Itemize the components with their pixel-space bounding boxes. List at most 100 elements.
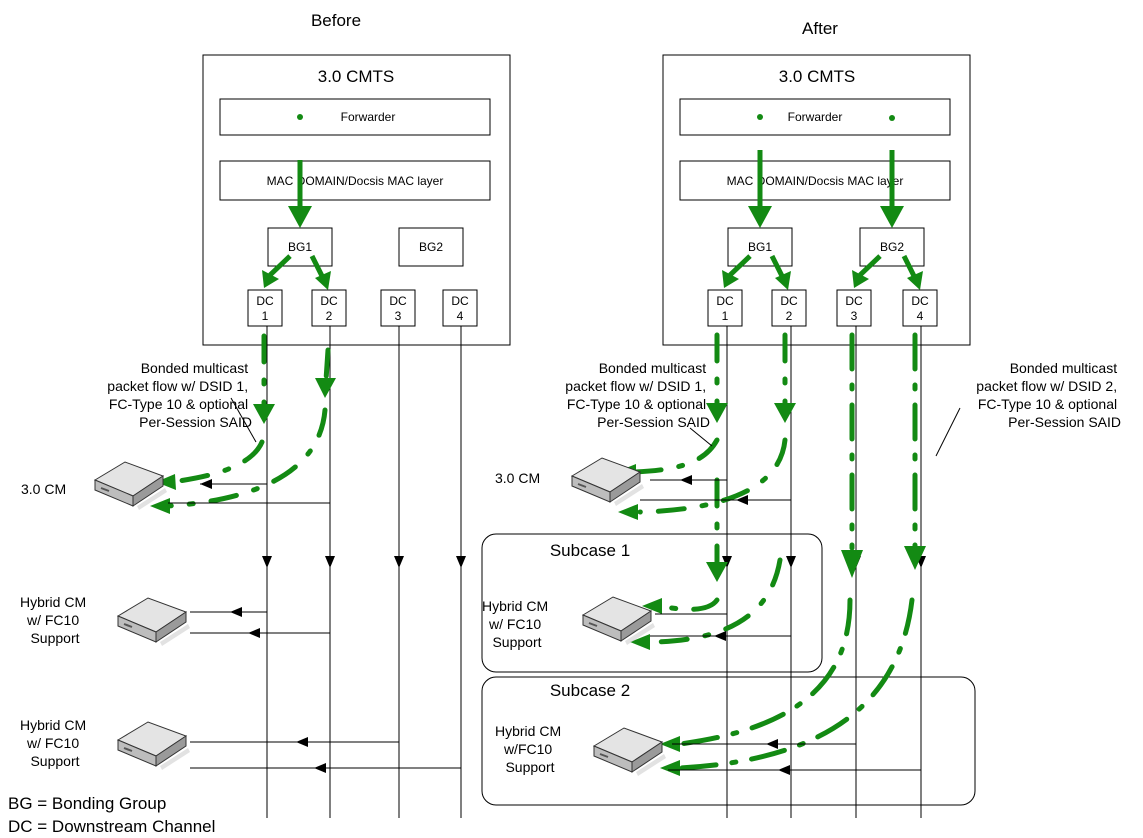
before-dc1-label: DC bbox=[256, 294, 274, 308]
before-hybrid2-line3: Support bbox=[30, 753, 79, 769]
after-bg2-dc4-arrowhead bbox=[907, 271, 923, 290]
after-dc2-label: DC bbox=[780, 294, 798, 308]
after-hybrid1-line2: w/ FC10 bbox=[488, 616, 541, 632]
after-forwarder-box bbox=[679, 98, 951, 136]
after-hybrid2-line1: Hybrid CM bbox=[495, 723, 561, 739]
subcase1-label: Subcase 1 bbox=[550, 541, 630, 560]
before-hybrid2-modem-icon bbox=[117, 721, 191, 771]
after-dc3-label: DC bbox=[845, 294, 863, 308]
after-flow-label-2-line2: packet flow w/ DSID 2, bbox=[976, 378, 1117, 394]
after-flow-label-2-line3: FC-Type 10 & optional bbox=[978, 396, 1117, 412]
after-flow-label-2-line1: Bonded multicast bbox=[1010, 360, 1118, 376]
after-bg1-dc1-arrow bbox=[728, 254, 752, 277]
after-bg1-dc2-arrowhead bbox=[775, 271, 791, 290]
after-dc2-to-cm-arrowhead bbox=[618, 504, 638, 520]
after-mac-domain-label: MAC DOMAIN/Docsis MAC layer bbox=[727, 174, 904, 188]
before-hybrid1-link-1-arrowhead bbox=[230, 607, 242, 617]
after-dc3-num: 3 bbox=[851, 309, 858, 323]
before-dc4-num: 4 bbox=[457, 309, 464, 323]
before-flow-label-line1: Bonded multicast bbox=[141, 360, 249, 376]
after-dc4-box bbox=[902, 289, 938, 327]
after-dc1-flow-arrowhead bbox=[706, 403, 728, 423]
before-hybrid1-line3: Support bbox=[30, 630, 79, 646]
before-bg1-dc2-arrowhead bbox=[315, 271, 331, 290]
after-bg2-box bbox=[859, 227, 925, 267]
after-bg2-label: BG2 bbox=[880, 240, 904, 254]
after-dc1-to-hybrid1-flow bbox=[657, 597, 720, 612]
before-hybrid1-line2: w/ FC10 bbox=[26, 612, 79, 628]
before-dc2-to-cm-arrowhead bbox=[150, 498, 170, 514]
after-cm30-label: 3.0 CM bbox=[495, 470, 540, 486]
before-heading: Before bbox=[311, 11, 361, 30]
after-dc2-flow-arrowhead bbox=[774, 403, 796, 423]
after-cmts-title: 3.0 CMTS bbox=[779, 67, 856, 86]
subcase2-label: Subcase 2 bbox=[550, 681, 630, 700]
after-bg1-label: BG1 bbox=[748, 240, 772, 254]
before-hybrid2-line2: w/ FC10 bbox=[26, 735, 79, 751]
before-hybrid1-link-2-arrowhead bbox=[248, 628, 260, 638]
after-bg1-dc2-arrow bbox=[769, 254, 785, 278]
before-dc2-flow bbox=[323, 347, 331, 383]
after-dc2-box bbox=[771, 289, 807, 327]
before-dc1-arrowhead bbox=[262, 556, 272, 568]
before-flow-label-line2: packet flow w/ DSID 1, bbox=[107, 378, 248, 394]
after-dc2-arrowhead bbox=[786, 556, 796, 568]
after-flow-label-1-line4: Per-Session SAID bbox=[597, 414, 710, 430]
after-flow-label-1-line3: FC-Type 10 & optional bbox=[567, 396, 706, 412]
after-dc1-box bbox=[707, 289, 743, 327]
before-bg1-box bbox=[267, 227, 333, 267]
after-dc1-flow-lower-arrowhead bbox=[706, 562, 728, 582]
after-dc1-label: DC bbox=[716, 294, 734, 308]
before-cm30-modem-icon bbox=[94, 461, 168, 511]
before-dc2-flow-arrowhead bbox=[315, 378, 336, 398]
before-dc2-box bbox=[311, 289, 347, 327]
legend-bg: BG = Bonding Group bbox=[8, 794, 166, 813]
after-flow-label-2: Bonded multicast packet flow w/ DSID 2, … bbox=[976, 360, 1121, 430]
after-dc4-to-hybrid2-flow bbox=[677, 597, 915, 771]
before-cm30-label: 3.0 CM bbox=[21, 481, 66, 497]
before-dc3-box bbox=[380, 289, 416, 327]
after-dc1-num: 1 bbox=[722, 309, 729, 323]
before-bg2-box bbox=[398, 227, 464, 267]
after-dc4-flow-arrowhead bbox=[904, 546, 926, 570]
before-bg1-dc1-arrow bbox=[268, 254, 292, 277]
after-bg2-dc3-arrow bbox=[858, 254, 882, 277]
after-dc4-to-hybrid2-arrowhead bbox=[660, 760, 680, 776]
before-forwarder-label: Forwarder bbox=[341, 110, 396, 124]
before-bg1-dc2-arrow bbox=[309, 254, 325, 278]
after-hybrid2-label: Hybrid CM w/FC10 Support bbox=[495, 723, 565, 775]
before-hybrid1-label: Hybrid CM w/ FC10 Support bbox=[20, 594, 90, 646]
after-dc2-to-hybrid1-arrowhead bbox=[630, 634, 650, 650]
after-dc2-to-hybrid1-flow bbox=[652, 557, 783, 645]
before-hybrid2-link-1-arrowhead bbox=[296, 737, 308, 747]
before-dc2-label: DC bbox=[320, 294, 338, 308]
after-dc3-to-hybrid2-arrowhead bbox=[660, 736, 680, 752]
before-bg1-label: BG1 bbox=[288, 240, 312, 254]
after-dc1-to-hybrid1-arrowhead bbox=[642, 598, 662, 614]
after-dc3-to-hybrid2-flow bbox=[677, 597, 853, 747]
after-flow-label-1-line2: packet flow w/ DSID 1, bbox=[565, 378, 706, 394]
before-hybrid2-line1: Hybrid CM bbox=[20, 717, 86, 733]
after-mac-flow-arrowhead-2 bbox=[880, 206, 904, 228]
after-bg1-box bbox=[727, 227, 793, 267]
before-dc4-label: DC bbox=[451, 294, 469, 308]
legend-dc: DC = Downstream Channel bbox=[8, 817, 215, 836]
after-flow-label-2-leader bbox=[935, 407, 961, 457]
before-forwarder-box bbox=[219, 98, 491, 136]
before-dc2-arrowhead bbox=[325, 556, 335, 568]
before-bg1-dc1-arrowhead bbox=[262, 270, 279, 288]
before-hybrid1-line1: Hybrid CM bbox=[20, 594, 86, 610]
after-dc1-to-cm-flow bbox=[632, 437, 720, 475]
before-flow-label-line3: FC-Type 10 & optional bbox=[109, 396, 248, 412]
after-hybrid2-link-2-arrowhead bbox=[778, 765, 790, 775]
after-flow-label-1-line1: Bonded multicast bbox=[599, 360, 707, 376]
after-dc2-to-cm-flow bbox=[637, 437, 788, 515]
after-dc3-flow-arrowhead bbox=[841, 550, 863, 578]
subcase2-box bbox=[481, 676, 976, 806]
after-heading: After bbox=[802, 19, 838, 38]
after-hybrid2-line2: w/FC10 bbox=[503, 741, 552, 757]
after-dc2-num: 2 bbox=[786, 309, 793, 323]
after-cm30-link-1-arrowhead bbox=[680, 475, 692, 485]
after-mac-flow-arrowhead-1 bbox=[748, 206, 772, 228]
